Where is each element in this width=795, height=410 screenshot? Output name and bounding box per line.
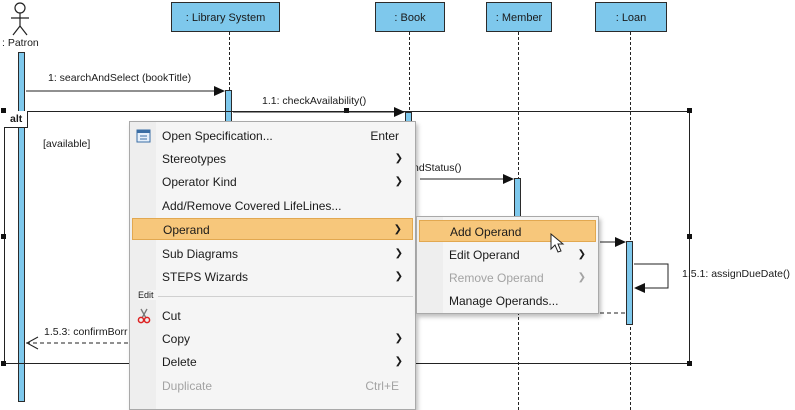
submenu-item-remove-operand[interactable]: Remove Operand ❯ xyxy=(419,267,596,289)
menu-item-label: Add/Remove Covered LifeLines... xyxy=(162,199,342,213)
lifeline-loan[interactable]: : Loan xyxy=(595,2,667,32)
menu-item-label: Copy xyxy=(162,332,191,346)
submenu-arrow-icon: ❯ xyxy=(394,271,403,282)
menu-item-operand[interactable]: Operand ❯ xyxy=(132,218,413,240)
lifeline-label: : Member xyxy=(495,12,543,24)
menu-item-sub-diagrams[interactable]: Sub Diagrams ❯ xyxy=(132,243,413,265)
scissors-icon xyxy=(137,308,151,324)
menu-item-delete[interactable]: Delete ❯ xyxy=(132,351,413,373)
submenu-arrow-icon: ❯ xyxy=(394,248,403,259)
menu-item-label: Manage Operands... xyxy=(449,294,559,308)
lifeline-label: : Book xyxy=(394,12,426,24)
menu-item-label: Operator Kind xyxy=(162,175,237,189)
submenu-arrow-icon: ❯ xyxy=(577,249,586,260)
menu-item-label: Add Operand xyxy=(450,225,522,239)
menu-item-operator-kind[interactable]: Operator Kind ❯ xyxy=(132,171,413,193)
selection-handle[interactable] xyxy=(1,108,6,113)
selection-handle[interactable] xyxy=(687,234,692,239)
selection-handle[interactable] xyxy=(687,361,692,366)
actor-icon[interactable] xyxy=(8,2,32,40)
menu-item-label: Open Specification... xyxy=(162,129,273,143)
message-label[interactable]: 1: searchAndSelect (bookTitle) xyxy=(48,72,192,84)
lifeline-book[interactable]: : Book xyxy=(375,2,445,32)
fragment-guard: [available] xyxy=(43,138,91,150)
menu-item-label: Duplicate xyxy=(162,379,213,393)
fragment-operator-tab: alt xyxy=(4,111,28,128)
mouse-cursor-icon xyxy=(550,233,565,253)
submenu-arrow-icon: ❯ xyxy=(394,176,403,187)
menu-item-label: Stereotypes xyxy=(162,152,227,166)
menu-separator xyxy=(158,296,413,297)
menu-item-shortcut: Enter xyxy=(370,129,399,143)
menu-item-label: Edit Operand xyxy=(449,248,520,262)
lifeline-label: : Loan xyxy=(615,12,647,24)
menu-item-label: Delete xyxy=(162,355,197,369)
menu-item-open-specification[interactable]: Open Specification... Enter xyxy=(132,125,413,147)
submenu-arrow-icon: ❯ xyxy=(394,333,403,344)
menu-item-label: Sub Diagrams xyxy=(162,247,239,261)
lifeline-dashed xyxy=(630,32,631,410)
patron-activation[interactable] xyxy=(18,52,25,402)
submenu-arrow-icon: ❯ xyxy=(577,272,586,283)
menu-item-label: Operand xyxy=(163,223,210,237)
selection-handle[interactable] xyxy=(1,234,6,239)
submenu-item-edit-operand[interactable]: Edit Operand ❯ xyxy=(419,244,596,266)
menu-item-steps-wizards[interactable]: STEPS Wizards ❯ xyxy=(132,266,413,288)
menu-item-label: Remove Operand xyxy=(449,271,544,285)
lifeline-library-system[interactable]: : Library System xyxy=(171,2,280,32)
submenu-arrow-icon: ❯ xyxy=(394,356,403,367)
specification-icon xyxy=(136,129,151,143)
submenu-item-manage-operands[interactable]: Manage Operands... xyxy=(419,290,596,312)
message-label[interactable]: 1.5.3: confirmBorr xyxy=(44,326,128,338)
menu-item-label: STEPS Wizards xyxy=(162,270,249,284)
selection-handle[interactable] xyxy=(1,361,6,366)
menu-item-stereotypes[interactable]: Stereotypes ❯ xyxy=(132,148,413,170)
selection-handle[interactable] xyxy=(687,108,692,113)
message-label[interactable]: 1.1: checkAvailability() xyxy=(262,95,367,107)
submenu-arrow-icon: ❯ xyxy=(394,153,403,164)
menu-item-copy[interactable]: Copy ❯ xyxy=(132,328,413,350)
message-label[interactable]: 1.5.1: assignDueDate() xyxy=(682,268,790,280)
selection-handle[interactable] xyxy=(344,108,349,113)
menu-item-add-remove-covered-lifelines[interactable]: Add/Remove Covered LifeLines... xyxy=(132,195,413,217)
context-menu: Open Specification... Enter Stereotypes … xyxy=(129,121,416,410)
menu-item-cut[interactable]: Cut xyxy=(132,305,413,327)
menu-section-edit: Edit xyxy=(138,290,156,300)
submenu-item-add-operand[interactable]: Add Operand xyxy=(419,220,596,242)
patron-label: : Patron xyxy=(2,37,39,49)
operand-submenu: Add Operand Edit Operand ❯ Remove Operan… xyxy=(416,216,599,314)
menu-item-label: Cut xyxy=(162,309,181,323)
lifeline-label: : Library System xyxy=(185,12,266,24)
menu-gutter xyxy=(130,122,156,409)
submenu-arrow-icon: ❯ xyxy=(393,224,402,235)
menu-item-shortcut: Ctrl+E xyxy=(365,379,399,393)
message-label[interactable]: ndStatus() xyxy=(413,162,462,174)
activation-loan[interactable] xyxy=(626,241,633,325)
lifeline-member[interactable]: : Member xyxy=(486,2,552,32)
menu-item-duplicate[interactable]: Duplicate Ctrl+E xyxy=(132,375,413,397)
